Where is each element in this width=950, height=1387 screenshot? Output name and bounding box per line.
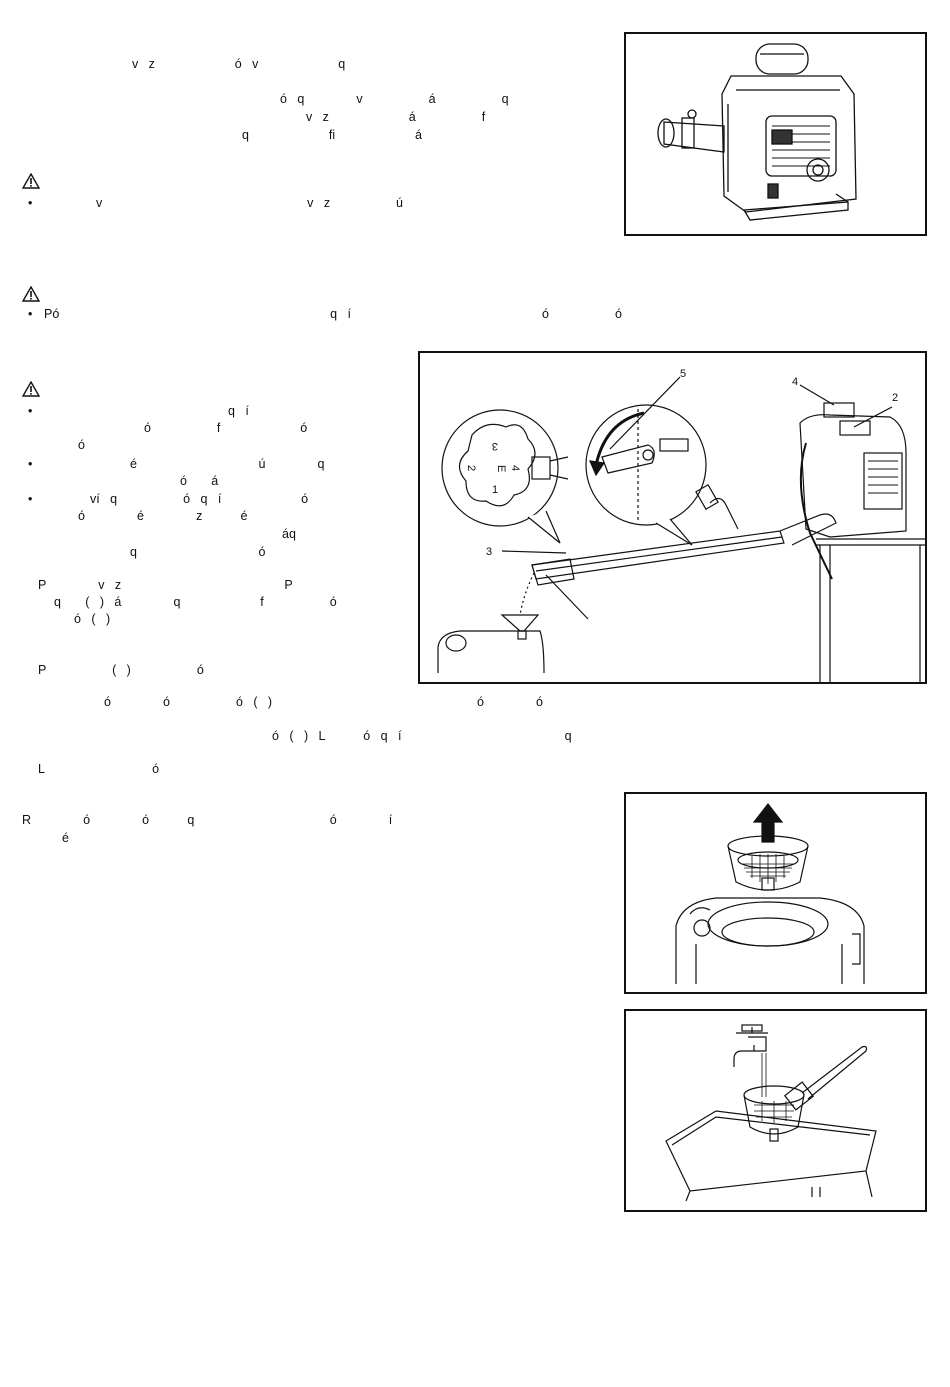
text-line: q ( ) á q f ó [54,595,337,609]
text-line: é [62,831,69,845]
part-label: 2 [892,392,898,404]
text-line: ó á [180,474,219,488]
text-line: ó q v á q [280,92,509,106]
warning-icon [22,173,40,189]
text-line: R ó ó q ó í [22,813,393,827]
warning-icon [22,381,40,397]
drain-procedure-figure: 3 2 E 4 1 [418,351,927,684]
text-line: ó [78,438,85,452]
text-line: q ﬁ á [242,128,422,142]
text-line: q í [228,404,249,418]
bullet: • [28,307,33,321]
bullet: • [28,404,33,418]
text-line: é ú q [130,457,325,471]
bullet: • [28,457,33,471]
part-label: 4 [792,376,798,388]
dial-number: 1 [492,484,498,496]
dial-number: E [495,465,507,472]
text-line: áq [282,527,296,541]
text-line: ó f ó [144,421,308,435]
strainer-washing-figure [624,1009,927,1212]
text-line: v v z ú [96,196,404,210]
dial-number: 4 [509,465,521,471]
text-line: P ( ) ó [38,663,204,677]
strainer-removal-figure [624,792,927,994]
warning-icon [22,286,40,302]
text-line: L ó [38,762,160,776]
dial-number: 3 [492,440,498,452]
text-line: ó ( ) [74,612,111,626]
dial-number: 2 [465,465,477,471]
text-line: v z á f [306,110,486,124]
text-line: q ó [130,545,266,559]
text-line: ó é z é [78,509,248,523]
text-line: ó ó ó ( ) ó ó [104,695,543,709]
sprayer-engine-figure [624,32,927,236]
part-label: 5 [680,368,686,380]
part-label: 3 [486,546,492,558]
bullet: • [28,492,33,506]
bullet: • [28,196,33,210]
text-line: ví q ó q í ó [90,492,309,506]
text-line: P v z P [38,578,293,592]
text-line: Pó q í ó ó [44,307,622,321]
text-line: ó ( ) L ó q í q [272,729,572,743]
text-line: v z ó v q [132,57,346,71]
